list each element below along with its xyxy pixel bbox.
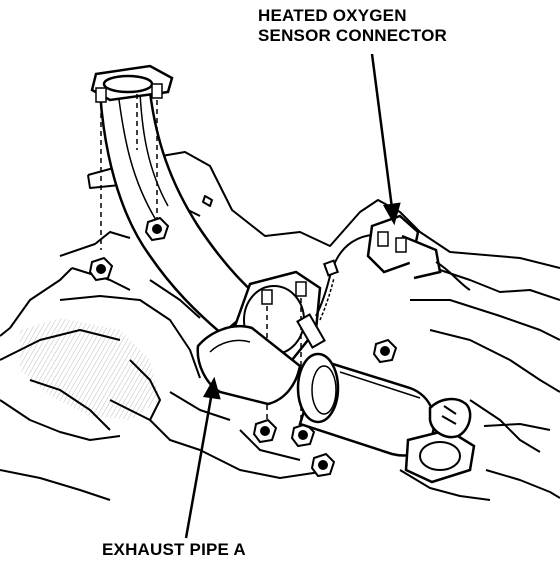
sensor-label-line1: HEATED OXYGEN — [258, 6, 407, 25]
exhaust-pipe-label: EXHAUST PIPE A — [102, 540, 246, 559]
sensor-leader — [370, 53, 401, 226]
hatched-region — [20, 318, 160, 420]
sensor-label-line2: SENSOR CONNECTOR — [258, 26, 447, 45]
upper-flange-bolts — [95, 83, 163, 250]
oxygen-sensor — [296, 234, 381, 349]
nuts — [88, 216, 398, 478]
sensor-connector — [366, 214, 471, 291]
rear-flange — [404, 397, 476, 484]
pipe-joint — [196, 325, 302, 406]
pipe-leader — [184, 376, 221, 539]
sensor-connector-label: HEATED OXYGEN SENSOR CONNECTOR — [258, 6, 447, 46]
